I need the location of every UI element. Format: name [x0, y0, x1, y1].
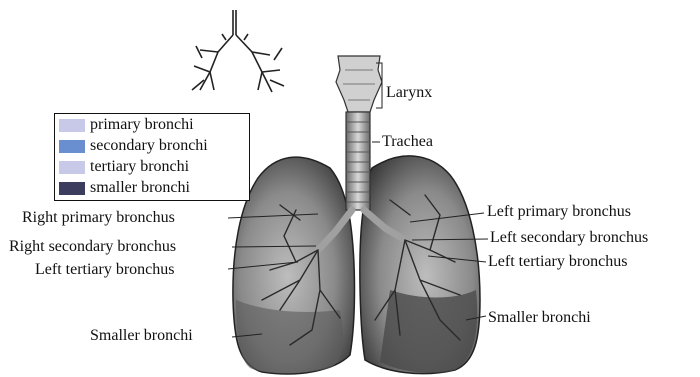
- label-smaller-bronchi-left: Smaller bronchi: [488, 309, 591, 327]
- label-left-tertiary-bronchus-right-side: Left tertiary bronchus: [35, 261, 175, 279]
- legend-item-tertiary: tertiary bronchi: [59, 157, 189, 177]
- label-larynx: Larynx: [386, 84, 432, 102]
- legend: primary bronchi secondary bronchi tertia…: [54, 113, 250, 201]
- swatch-secondary: [59, 140, 85, 153]
- bronchial-tree-icon: [192, 10, 284, 92]
- swatch-smaller: [59, 182, 85, 195]
- swatch-tertiary: [59, 161, 85, 174]
- legend-item-secondary: secondary bronchi: [59, 136, 208, 156]
- legend-label-smaller: smaller bronchi: [90, 179, 190, 197]
- legend-label-secondary: secondary bronchi: [90, 137, 208, 155]
- trachea-shape: [346, 112, 370, 210]
- swatch-primary: [59, 119, 85, 132]
- label-left-primary-bronchus: Left primary bronchus: [487, 203, 631, 221]
- label-trachea: Trachea: [382, 133, 433, 151]
- label-left-secondary-bronchus: Left secondary bronchus: [490, 229, 648, 247]
- label-right-secondary-bronchus: Right secondary bronchus: [9, 238, 176, 256]
- label-smaller-bronchi-right: Smaller bronchi: [90, 327, 193, 345]
- legend-item-smaller: smaller bronchi: [59, 178, 190, 198]
- label-left-tertiary-bronchus: Left tertiary bronchus: [488, 253, 628, 271]
- legend-item-primary: primary bronchi: [59, 115, 194, 135]
- legend-label-tertiary: tertiary bronchi: [90, 158, 189, 176]
- label-right-primary-bronchus: Right primary bronchus: [22, 209, 175, 227]
- legend-label-primary: primary bronchi: [90, 116, 194, 134]
